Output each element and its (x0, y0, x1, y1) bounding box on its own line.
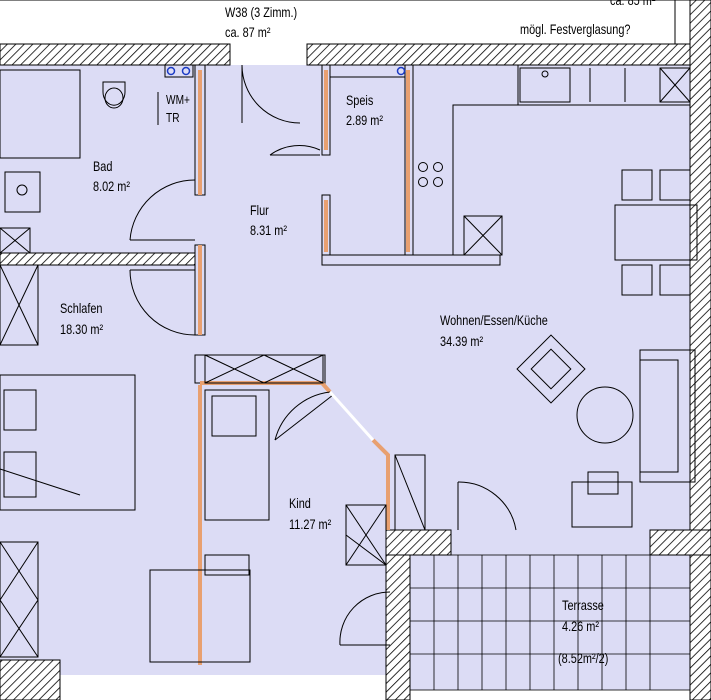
room-terrasse-area: 4.26 m² (562, 618, 600, 634)
kidsroom-furniture (149, 354, 387, 663)
bedroom-furniture (0, 264, 136, 658)
kitchen-counter (418, 64, 691, 256)
room-bad-area: 8.02 m² (93, 178, 131, 194)
room-speis-area: 2.89 m² (346, 112, 384, 128)
room-terrasse-note: (8.52m²/2) (558, 650, 609, 666)
bathroom-fixtures (0, 64, 406, 254)
room-bad-name: Bad (93, 158, 113, 174)
tr-label: TR (166, 110, 180, 125)
right-area-fragment: ca. 85 m² (610, 0, 656, 8)
room-terrasse-name: Terrasse (562, 597, 604, 613)
room-flur-area: 8.31 m² (250, 222, 288, 238)
room-wohnen-area: 34.39 m² (440, 333, 484, 349)
unit-name: W38 (3 Zimm.) (225, 4, 298, 20)
dining-set (614, 169, 698, 296)
door-swings (129, 64, 517, 646)
glazing-note: mögl. Festverglasung? (520, 21, 631, 37)
room-schlafen-name: Schlafen (60, 300, 103, 316)
wm-label: WM+ (166, 92, 190, 107)
room-wohnen-name: Wohnen/Essen/Küche (440, 312, 548, 328)
upper-structure (0, 0, 711, 44)
lounge-set (394, 334, 696, 531)
room-flur-name: Flur (250, 202, 269, 218)
terrace-grid (409, 554, 691, 691)
room-schlafen-area: 18.30 m² (60, 321, 104, 337)
unit-area: ca. 87 m² (225, 24, 271, 40)
room-kind-name: Kind (289, 495, 311, 511)
room-speis-name: Speis (346, 92, 374, 108)
room-kind-area: 11.27 m² (289, 516, 332, 532)
